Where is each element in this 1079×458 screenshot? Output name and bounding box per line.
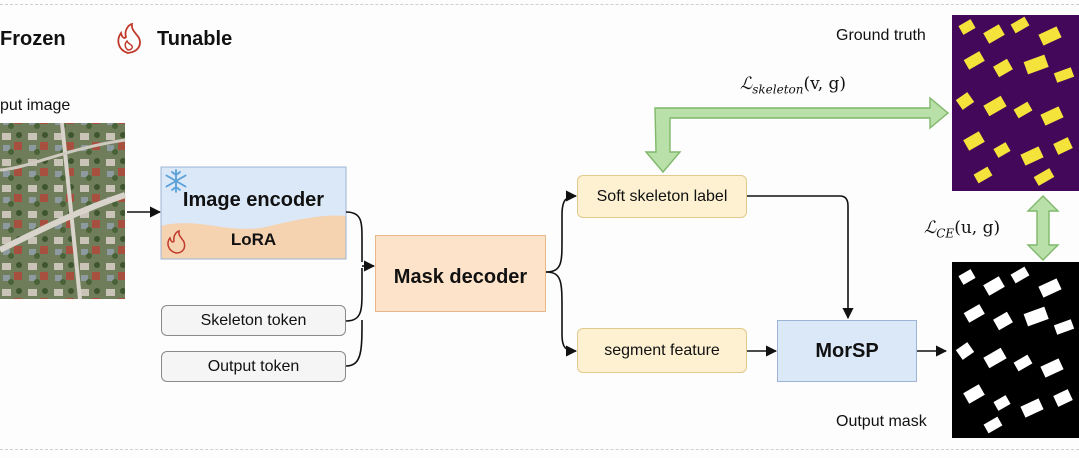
image-encoder-box [160, 166, 347, 260]
skeleton-loss-formula: ℒskeleton(v, g) [740, 74, 846, 96]
ce-loss-arrow [1026, 195, 1060, 261]
ce-loss-formula: ℒCE(u, g) [924, 218, 1000, 240]
legend-frozen-label: Frozen [0, 28, 66, 50]
lora-label: LoRA [230, 230, 277, 249]
soft-skeleton-label-box: Soft skeleton label [577, 175, 747, 218]
image-encoder-title: Image encoder [182, 188, 325, 211]
output-mask-image [952, 262, 1079, 438]
ground-truth-image [952, 15, 1079, 191]
ce-loss-args: (u, g) [954, 218, 1001, 238]
morsp-box: MorSP [777, 320, 917, 382]
segment-feature-box: segment feature [577, 328, 747, 373]
flame-icon [117, 22, 141, 54]
snowflake-icon [165, 169, 187, 193]
arrow-to-segment-feature [545, 271, 578, 357]
skeleton-loss-symbol: ℒ [740, 74, 753, 94]
skeleton-loss-args: (v, g) [803, 74, 847, 94]
ce-loss-symbol: ℒ [924, 218, 937, 238]
figure-frame [0, 4, 1079, 450]
output-mask-label: Output mask [836, 413, 927, 430]
ground-truth-label: Ground truth [836, 27, 926, 44]
output-token-box: Output token [161, 351, 346, 382]
skeleton-loss-arrow [644, 96, 950, 174]
skeleton-token-box: Skeleton token [161, 305, 346, 336]
ce-loss-subscript: CE [936, 226, 955, 241]
input-image-label: put image [0, 97, 71, 114]
arrow-skeleton-to-morsp [747, 195, 854, 320]
arrow-to-skeleton-label [545, 190, 578, 273]
legend-tunable-label: Tunable [157, 28, 233, 50]
skeleton-loss-subscript: skeleton [752, 82, 804, 97]
input-image [0, 122, 126, 300]
flame-icon [167, 229, 186, 254]
mask-decoder-box: Mask decoder [375, 235, 546, 312]
